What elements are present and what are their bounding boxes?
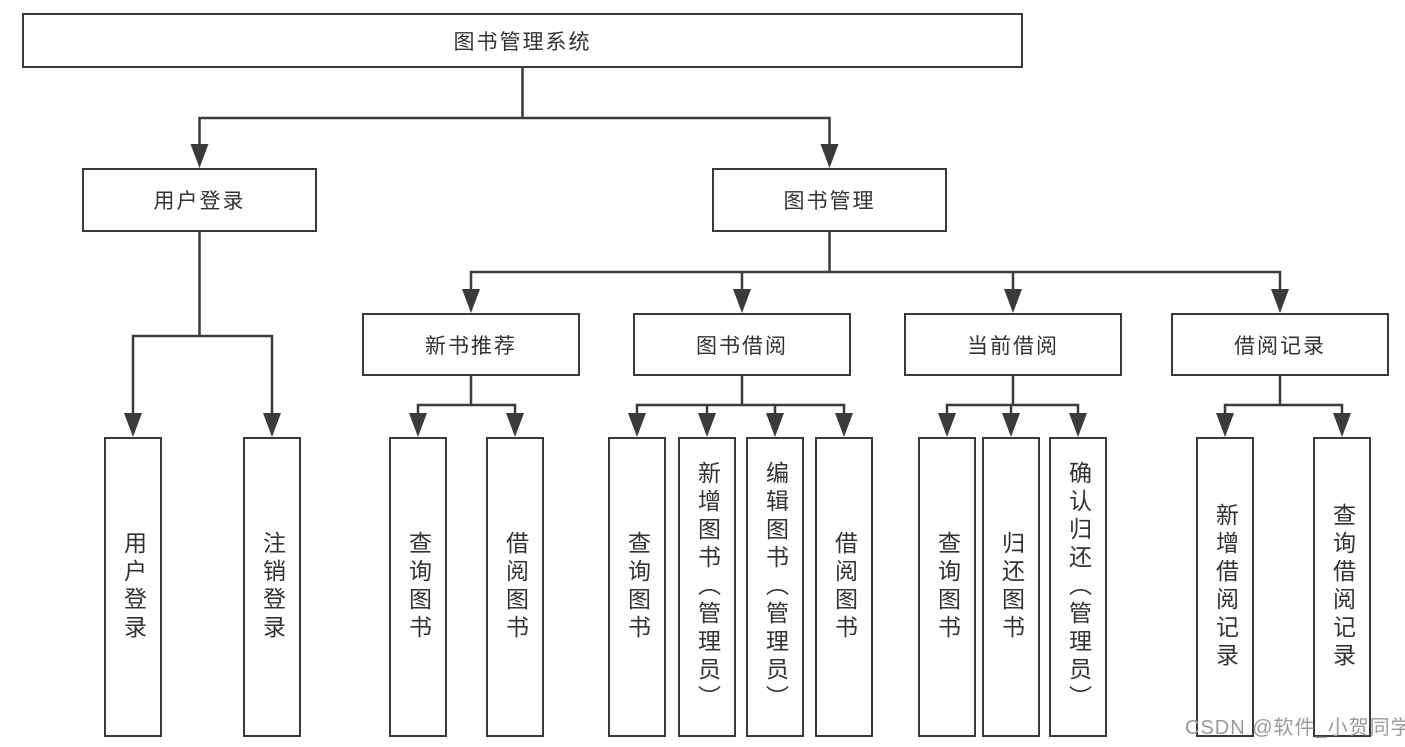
leaf-query-borrow-record: 查询借阅记录 [1313, 437, 1371, 737]
leaf-edit-books-admin: 编辑图书（管理员） [746, 437, 804, 737]
leaf-user-login: 用户登录 [104, 437, 162, 737]
node-root-library-management-system: 图书管理系统 [22, 13, 1023, 68]
node-borrow-records: 借阅记录 [1171, 313, 1389, 376]
leaf-borrow-books: 借阅图书 [815, 437, 873, 737]
node-book-management: 图书管理 [712, 168, 947, 232]
leaf-query-books-borrow: 查询图书 [608, 437, 666, 737]
leaf-logout-login: 注销登录 [243, 437, 301, 737]
leaf-add-books-admin: 新增图书（管理员） [678, 437, 736, 737]
node-book-borrow: 图书借阅 [633, 313, 851, 376]
leaf-query-books-recommend: 查询图书 [389, 437, 447, 737]
leaf-add-borrow-record: 新增借阅记录 [1196, 437, 1254, 737]
leaf-borrow-books-recommend: 借阅图书 [486, 437, 544, 737]
node-current-borrow: 当前借阅 [904, 313, 1122, 376]
leaf-query-books-current: 查询图书 [918, 437, 976, 737]
leaf-confirm-return-admin: 确认归还（管理员） [1049, 437, 1107, 737]
node-new-book-recommend: 新书推荐 [362, 313, 580, 376]
leaf-return-books: 归还图书 [982, 437, 1040, 737]
node-user-login: 用户登录 [82, 168, 317, 232]
csdn-watermark: CSDN @软件_小贺同学 [1185, 717, 1405, 739]
